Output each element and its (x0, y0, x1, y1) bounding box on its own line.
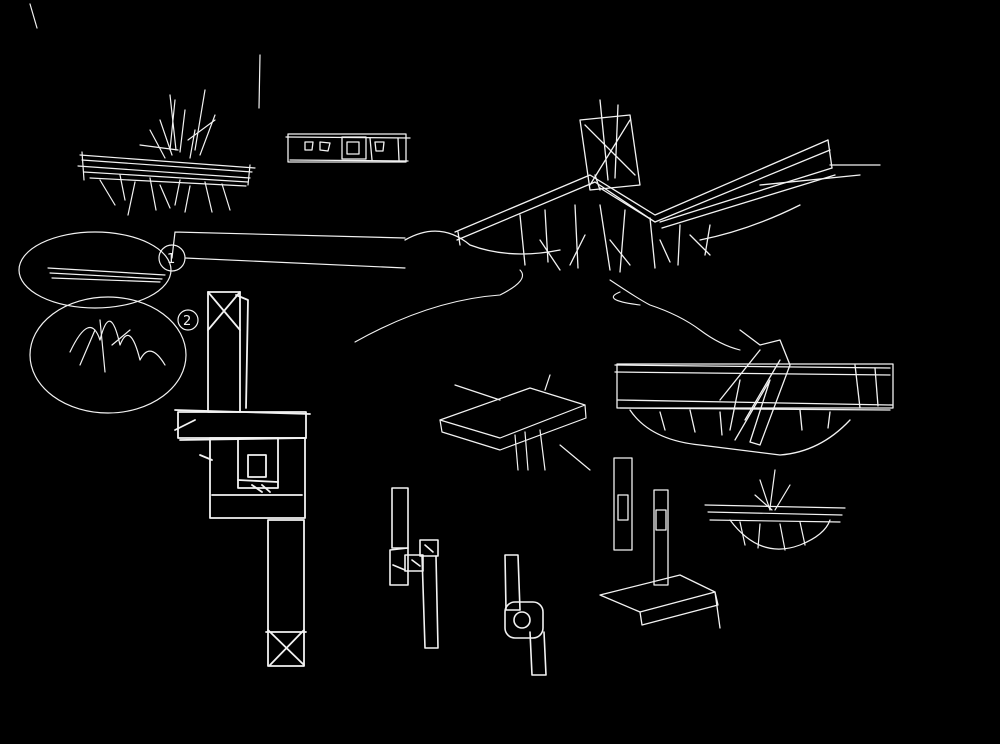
roof-perspective-sketch (404, 99, 881, 273)
window-strip-sketch (285, 133, 411, 163)
canopy-box-sketch (439, 374, 591, 471)
right-elevation-sketch (614, 329, 894, 456)
corner-stroke (29, 3, 261, 109)
small-section-with-grass (704, 469, 846, 551)
paired-columns-sketch (599, 457, 721, 629)
landscape-path-lines (354, 269, 741, 351)
detail-oval-1 (18, 231, 406, 309)
detail-oval-2 (29, 296, 199, 414)
callout-2-label: 2 (183, 314, 191, 329)
callout-1-label: 1 (167, 252, 175, 267)
stepped-column-sketch (389, 487, 439, 649)
tall-column-plan-sketch (174, 291, 311, 667)
slab-with-grass-sketch (77, 89, 256, 216)
column-with-circle-sketch (504, 554, 547, 676)
